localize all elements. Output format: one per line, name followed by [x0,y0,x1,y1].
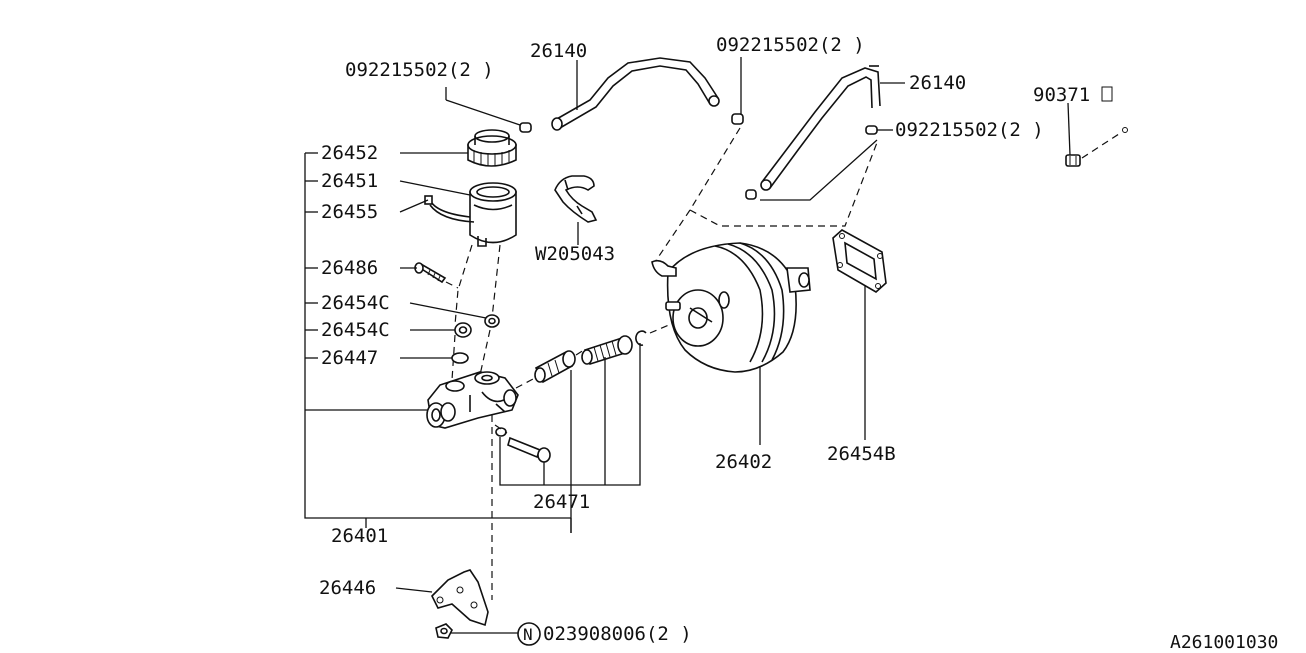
label-plate: 26446 [319,577,376,599]
hose-clip-mid[interactable] [731,113,744,125]
label-hose-right: 26140 [909,72,966,94]
label-cap: 26452 [321,142,378,164]
drawing-code: A261001030 [1170,632,1278,653]
vacuum-hose-top[interactable] [551,57,720,131]
label-clip-top-mid: 092215502(2 ) [716,34,865,56]
label-bolt-far-right: 90371 [1033,84,1090,106]
hose-clip-left[interactable] [519,122,532,133]
reservoir-cap[interactable] [467,129,517,167]
primary-piston[interactable] [534,350,576,384]
hose-clip-right-2[interactable] [745,189,757,200]
plate-nut[interactable] [435,623,453,639]
bracket-clip[interactable] [554,175,598,223]
secondary-piston[interactable] [581,335,633,365]
o-ring-26447[interactable] [451,352,469,364]
label-pin: 26486 [321,257,378,279]
hose-clip-right-1[interactable] [865,125,878,135]
label-clip-top-left: 092215502(2 ) [345,59,494,81]
label-o-ring: 26447 [321,347,378,369]
label-clip-right: 092215502(2 ) [895,119,1044,141]
nut-symbol: N [517,622,541,646]
seal-26454c-left[interactable] [454,322,472,338]
reservoir-tank[interactable] [469,182,517,247]
label-repair-kit: 26471 [533,491,590,513]
label-nut-symbol: N [523,625,533,644]
label-hose-top: 26140 [530,40,587,62]
label-switch: 26455 [321,201,378,223]
label-nut: 023908006(2 ) [543,623,692,645]
label-seal-2: 26454C [321,319,390,341]
label-booster: 26402 [715,451,772,473]
mc-bolt[interactable] [495,427,551,463]
vacuum-hose-right[interactable] [760,65,881,191]
snap-ring[interactable] [635,330,647,346]
bolt-90371[interactable] [1065,154,1081,167]
label-seal-1: 26454C [321,292,390,314]
label-bracket-clip: W205043 [535,243,615,265]
gasket[interactable] [832,229,887,293]
level-switch[interactable] [424,195,475,223]
label-box-symbol [1101,86,1113,102]
brake-booster[interactable] [651,242,811,373]
label-master-cylinder: 26401 [331,525,388,547]
label-tank: 26451 [321,170,378,192]
master-cylinder[interactable] [426,371,519,429]
pin-26486[interactable] [414,262,447,284]
seal-26454c-right[interactable] [484,314,500,328]
mounting-plate[interactable] [431,569,489,627]
label-gasket: 26454B [827,443,896,465]
